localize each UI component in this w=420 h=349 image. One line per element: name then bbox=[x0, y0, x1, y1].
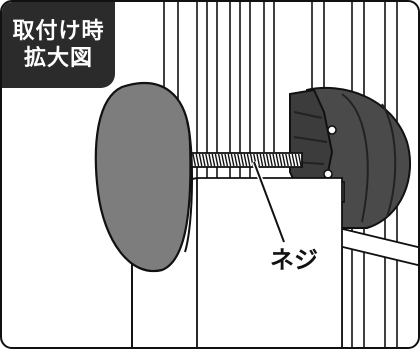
callout-leader bbox=[251, 161, 287, 243]
badge-line-2: 拡大図 bbox=[23, 46, 93, 71]
threaded-screw-icon bbox=[189, 152, 303, 168]
title-badge: 取付け時 拡大図 bbox=[2, 2, 115, 88]
gray-rounded-knob-icon bbox=[94, 82, 193, 273]
badge-line-1: 取付け時 bbox=[12, 19, 105, 44]
screw-label: ネジ bbox=[270, 246, 318, 274]
